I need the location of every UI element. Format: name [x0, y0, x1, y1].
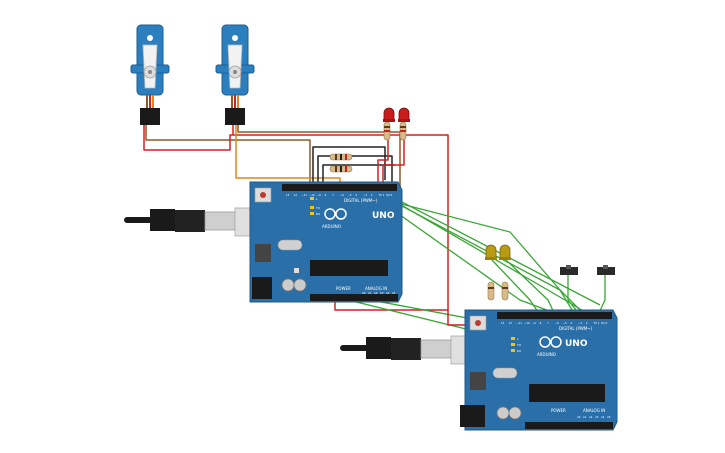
digital-pin-label: 13 — [501, 321, 505, 325]
analog-pin-label: A1 — [583, 415, 587, 419]
analog-pin-label: A5 — [392, 291, 396, 295]
analog-pin-label: A4 — [601, 415, 605, 419]
digital-pin-label: ~3 — [578, 321, 582, 325]
rx-label-top: RX — [316, 212, 320, 216]
arduino-board-bottom[interactable]: DIGITAL (PWM~) UNO ARDUINO L TX RX POWER… — [460, 309, 618, 431]
digital-pin-label: ~3 — [363, 193, 367, 197]
digital-pin-label: 4 — [355, 193, 357, 197]
digital-label-bottom: DIGITAL (PWM~) — [559, 326, 593, 331]
wire-yellow-led-1 — [491, 259, 541, 316]
wire-green-5 — [385, 199, 576, 316]
arduino-board-top[interactable]: DIGITAL (PWM~) UNO ARDUINO L TX RX POWER… — [249, 181, 403, 303]
digital-pin-label: ~9 — [317, 193, 321, 197]
digital-pin-label: RX 0 — [386, 193, 392, 197]
digital-pin-label: ~10 — [524, 321, 530, 325]
wire-led-red-2 — [382, 140, 405, 188]
servo-left[interactable] — [130, 24, 170, 125]
l-label-top: L — [316, 197, 318, 201]
digital-label-top: DIGITAL (PWM~) — [344, 198, 378, 203]
analog-pin-label: A2 — [374, 291, 378, 295]
analog-pin-label: A4 — [386, 291, 390, 295]
analog-pin-label: A2 — [589, 415, 593, 419]
digital-pin-label: 7 — [332, 193, 334, 197]
analog-pin-label: A0 — [577, 415, 581, 419]
analog-pin-label: A1 — [368, 291, 372, 295]
wire-green-3 — [371, 187, 591, 316]
analog-pin-label: A3 — [380, 291, 384, 295]
led-red-2[interactable] — [398, 107, 410, 122]
digital-pin-label: ~9 — [532, 321, 536, 325]
wire-servo-right-brown — [237, 125, 401, 188]
resistor-3[interactable] — [383, 121, 391, 141]
slide-switch-1[interactable] — [560, 265, 578, 275]
digital-pin-label: 2 — [371, 193, 373, 197]
tx-label-top: TX — [315, 206, 320, 210]
resistor-2[interactable] — [329, 165, 353, 173]
infinity-logo-bottom — [539, 336, 562, 348]
digital-pin-label: RX 0 — [601, 321, 607, 325]
wire-servo-left-red — [143, 125, 449, 311]
power-label-top: POWER — [336, 286, 351, 291]
infinity-logo-top — [324, 208, 347, 220]
analog-pin-label: A0 — [362, 291, 366, 295]
digital-pin-label: 8 — [540, 321, 542, 325]
wire-black-2 — [317, 155, 393, 188]
arduino-brand-bottom: ARDUINO — [537, 352, 556, 357]
led-red-1[interactable] — [383, 107, 395, 122]
digital-pin-label: ~6 — [340, 193, 344, 197]
digital-pin-label: ~11 — [516, 321, 522, 325]
wire-servo-left-brown — [145, 125, 311, 188]
rx-label-bottom: RX — [517, 349, 521, 353]
digital-pin-label: ~5 — [563, 321, 567, 325]
resistor-4[interactable] — [399, 121, 407, 141]
digital-pin-label: 4 — [570, 321, 572, 325]
resistor-6[interactable] — [501, 281, 509, 301]
digital-pin-label: ~5 — [348, 193, 352, 197]
analog-pin-label: A5 — [607, 415, 611, 419]
digital-pin-label: ~10 — [309, 193, 315, 197]
digital-pin-label: ~11 — [301, 193, 307, 197]
tx-label-bottom: TX — [516, 343, 521, 347]
analog-pin-label: A3 — [595, 415, 599, 419]
digital-pin-label: 7 — [547, 321, 549, 325]
resistor-5[interactable] — [487, 281, 495, 301]
servo-right[interactable] — [215, 24, 255, 125]
wire-switch-2 — [597, 275, 606, 316]
wire-black-3 — [322, 164, 395, 188]
digital-pin-label: 8 — [325, 193, 327, 197]
l-label-bottom: L — [517, 337, 519, 341]
slide-switch-2[interactable] — [597, 265, 615, 275]
digital-pin-label: 12 — [294, 193, 298, 197]
digital-pin-label: TX 1 — [379, 193, 385, 197]
wire-black-1 — [312, 146, 386, 188]
digital-pin-label: 12 — [509, 321, 513, 325]
wire-led-red-1 — [377, 140, 389, 188]
analog-label-top: ANALOG IN — [365, 286, 387, 291]
uno-logo-top: UNO — [372, 211, 395, 221]
digital-pin-label: ~6 — [555, 321, 559, 325]
power-label-bottom: POWER — [551, 408, 566, 413]
digital-pin-label: 2 — [586, 321, 588, 325]
arduino-brand-top: ARDUINO — [322, 224, 341, 229]
led-yellow-2[interactable] — [499, 244, 511, 260]
digital-pin-label: TX 1 — [594, 321, 600, 325]
resistor-1[interactable] — [329, 153, 353, 161]
analog-label-bottom: ANALOG IN — [583, 408, 605, 413]
uno-logo-bottom: UNO — [565, 339, 588, 349]
led-yellow-1[interactable] — [485, 244, 497, 260]
digital-pin-label: 13 — [286, 193, 290, 197]
